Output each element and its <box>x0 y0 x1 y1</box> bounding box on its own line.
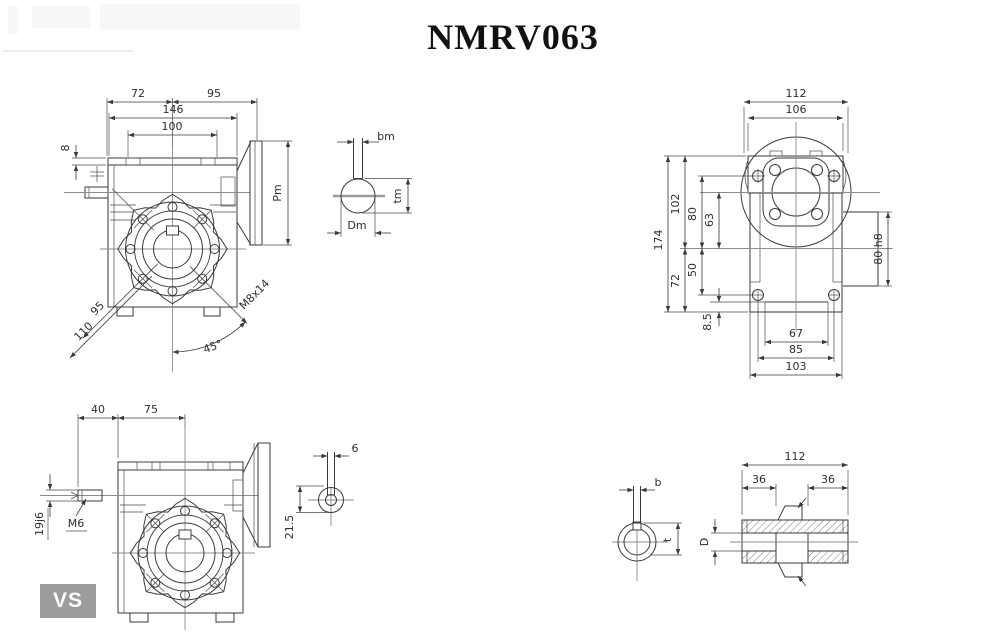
dim-50-label: 50 <box>686 263 699 277</box>
dim-tm-label: tm <box>391 188 404 203</box>
diag-110-label: 110 <box>72 320 96 344</box>
shaft-dia-label: 19j6 <box>33 512 46 536</box>
flange-strip <box>747 155 844 194</box>
front-view: 72 95 146 100 8 Pm 95 <box>59 87 292 372</box>
top-view: 112 106 174 102 72 80 50 63 8.5 <box>652 87 893 379</box>
side-view-vs: M6 19j6 40 75 <box>33 403 271 630</box>
page-title: NMRV063 <box>427 17 599 57</box>
dim-8-label: 8 <box>59 145 72 152</box>
dim-112-label: 112 <box>785 450 806 463</box>
scalloped-flange-outline <box>117 193 228 305</box>
diag-95-label: 95 <box>88 299 107 318</box>
dim-75-label: 75 <box>144 403 158 416</box>
scan-artifact <box>100 4 300 30</box>
dim-pm-label: Pm <box>271 184 284 201</box>
dim-112-label: 112 <box>786 87 807 100</box>
dim-95-label: 95 <box>207 87 221 100</box>
dim-dm-label: Dm <box>347 219 366 232</box>
dim-102-label: 102 <box>669 194 682 215</box>
dim-bm-label: bm <box>377 130 395 143</box>
dim-8-5-label: 8.5 <box>701 313 714 331</box>
motor-flange <box>249 140 263 246</box>
hollow-shaft-section: b t D <box>612 450 858 587</box>
dim-t-label: t <box>661 537 674 542</box>
dim-72-label: 72 <box>669 274 682 288</box>
dim-100-label: 100 <box>162 120 183 133</box>
dim-85-label: 85 <box>789 343 803 356</box>
dim-d-label: D <box>698 538 711 546</box>
keyway-notch <box>178 529 192 540</box>
dim-63-label: 63 <box>703 213 716 227</box>
dim-146-label: 146 <box>163 103 184 116</box>
scan-artifact <box>32 6 90 28</box>
thread-m8-label: M8x14 <box>237 277 272 312</box>
scan-artifact <box>8 6 18 34</box>
dim-72-label: 72 <box>131 87 145 100</box>
dim-80-label: 80 <box>686 207 699 221</box>
scan-artifact <box>3 50 133 52</box>
vs-badge-label: VS <box>52 589 83 612</box>
input-shaft-section: bm tm Dm <box>327 130 412 237</box>
dim-36-right-label: 36 <box>821 473 835 486</box>
dim-21-5-label: 21.5 <box>283 515 296 540</box>
dim-174-label: 174 <box>652 230 665 251</box>
dim-b-label: b <box>655 476 662 489</box>
dim-103-label: 103 <box>786 360 807 373</box>
angle-45-label: 45° <box>201 337 224 356</box>
dim-36-left-label: 36 <box>752 473 766 486</box>
thread-m6-label: M6 <box>68 517 85 530</box>
dim-40-label: 40 <box>91 403 105 416</box>
key-slot <box>775 532 809 564</box>
dim-67-label: 67 <box>789 327 803 340</box>
output-key-section: 6 21.5 <box>283 442 359 539</box>
motor-flange <box>257 442 271 548</box>
dim-106-label: 106 <box>786 103 807 116</box>
dim-80h8-label: 80 h8 <box>872 233 885 264</box>
dim-6-label: 6 <box>352 442 359 455</box>
vs-badge: VS <box>40 584 96 618</box>
keyway-notch <box>166 225 179 236</box>
